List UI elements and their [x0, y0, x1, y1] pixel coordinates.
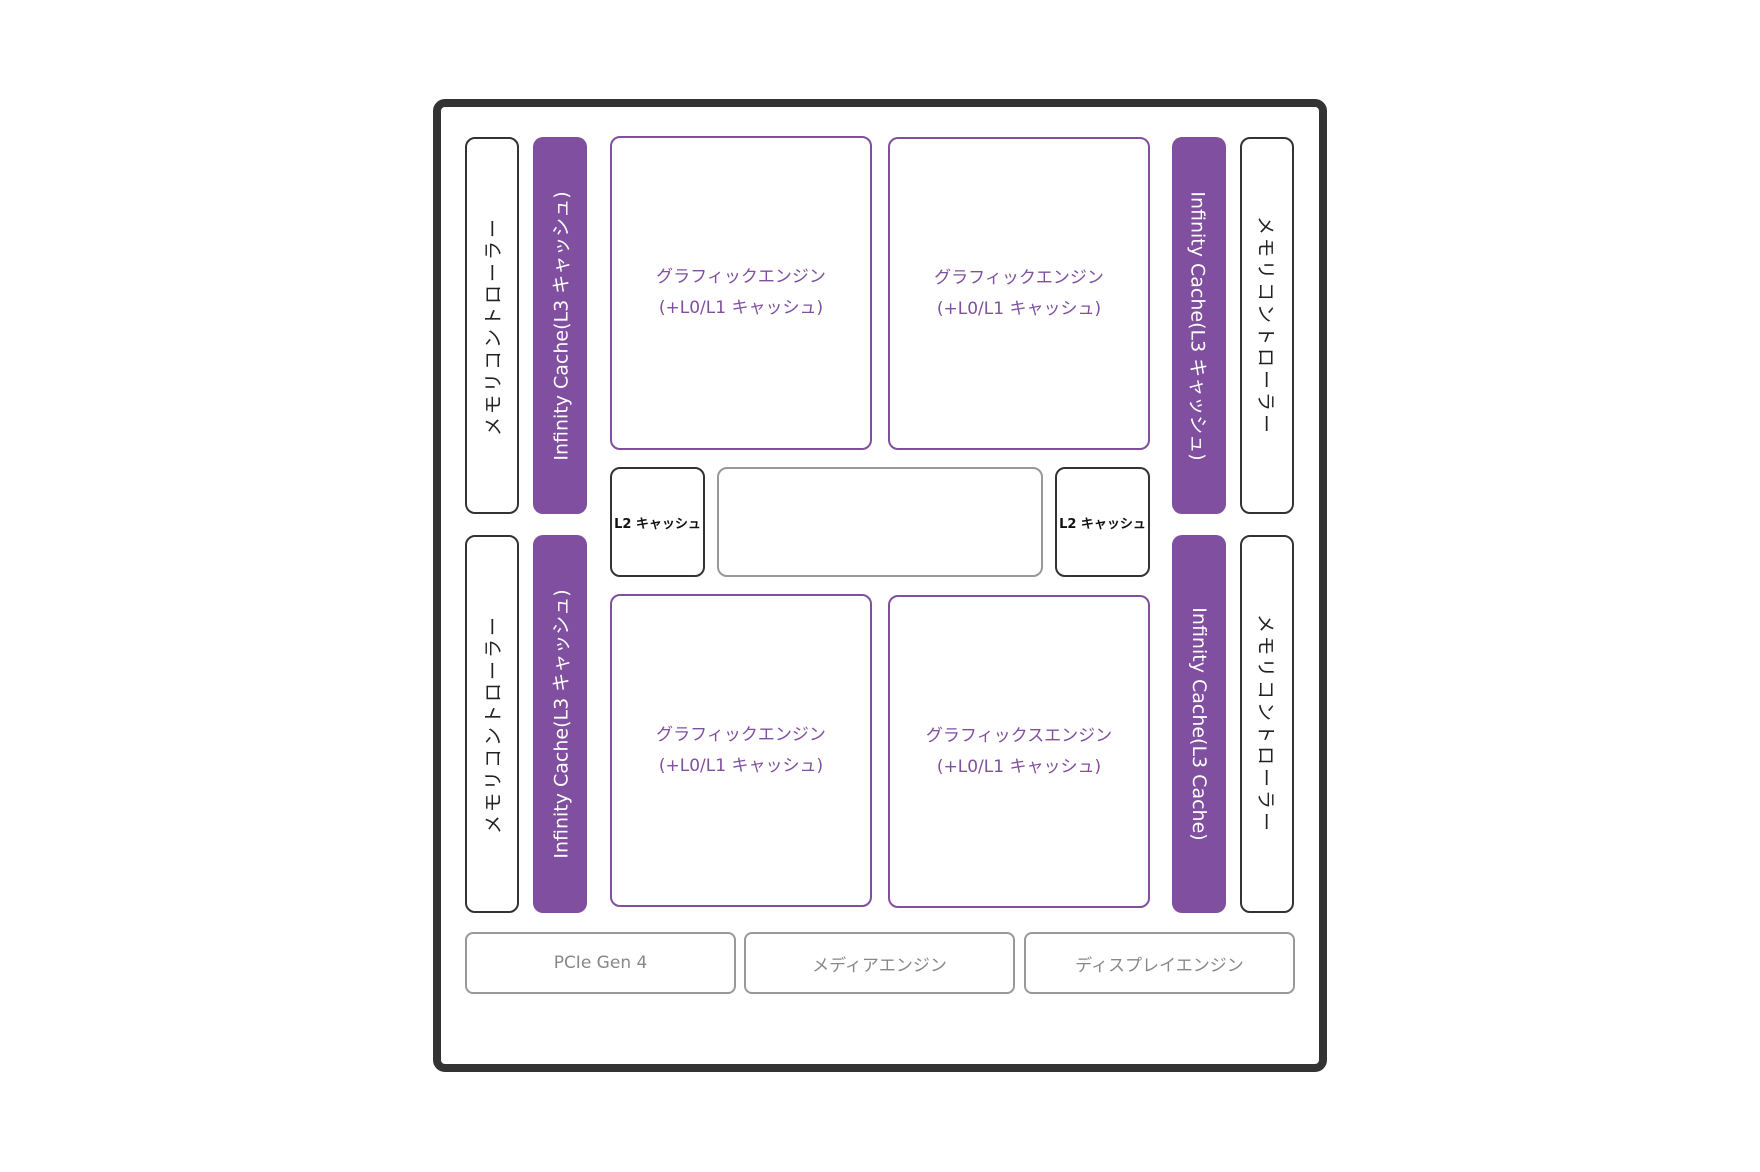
memory-controller-top-right: メモリコントローラー [1240, 137, 1294, 514]
graphics-engine-2: グラフィックエンジン (+L0/L1 キャッシュ) [888, 137, 1150, 450]
memory-controller-label: メモリコントローラー [482, 215, 505, 436]
infinity-cache-top-left: Infinity Cache(L3 キャッシュ) [533, 137, 587, 514]
infinity-cache-bottom-left: Infinity Cache(L3 キャッシュ) [533, 535, 587, 913]
graphics-engine-subtitle: (+L0/L1 キャッシュ) [936, 756, 1102, 777]
infinity-cache-label: Infinity Cache(L3 キャッシュ) [550, 589, 573, 859]
l2-cache-label: L2 キャッシュ [1059, 516, 1146, 532]
infinity-cache-label: Infinity Cache(L3 Cache) [1188, 607, 1210, 841]
display-engine-label: ディスプレイエンジン [1075, 955, 1244, 976]
chip-frame [433, 99, 1327, 1072]
pcie-label: PCIe Gen 4 [553, 953, 648, 973]
memory-controller-bottom-right: メモリコントローラー [1240, 535, 1294, 913]
l2-cache-right: L2 キャッシュ [1055, 467, 1150, 577]
memory-controller-label: メモリコントローラー [1254, 215, 1277, 436]
memory-controller-top-left: メモリコントローラー [465, 137, 519, 514]
l2-cache-left: L2 キャッシュ [610, 467, 705, 577]
media-engine-label: メディアエンジン [812, 955, 947, 976]
memory-controller-bottom-left: メモリコントローラー [465, 535, 519, 913]
graphics-engine-title: グラフィックスエンジン [925, 725, 1113, 746]
memory-controller-label: メモリコントローラー [482, 613, 505, 835]
infinity-cache-bottom-right: Infinity Cache(L3 Cache) [1172, 535, 1226, 913]
infinity-cache-label: Infinity Cache(L3 キャッシュ) [1186, 190, 1209, 461]
center-block [717, 467, 1043, 577]
graphics-engine-subtitle: (+L0/L1 キャッシュ) [658, 755, 824, 776]
graphics-engine-3: グラフィックエンジン (+L0/L1 キャッシュ) [610, 594, 872, 907]
graphics-engine-title: グラフィックエンジン [656, 724, 826, 745]
graphics-engine-title: グラフィックエンジン [934, 267, 1104, 288]
media-engine-block: メディアエンジン [744, 932, 1015, 994]
graphics-engine-subtitle: (+L0/L1 キャッシュ) [936, 298, 1102, 319]
infinity-cache-top-right: Infinity Cache(L3 キャッシュ) [1172, 137, 1226, 514]
infinity-cache-label: Infinity Cache(L3 キャッシュ) [550, 190, 573, 461]
graphics-engine-title: グラフィックエンジン [656, 267, 826, 287]
graphics-engine-4: グラフィックスエンジン (+L0/L1 キャッシュ) [888, 595, 1150, 908]
graphics-engine-subtitle: (+L0/L1 キャッシュ) [658, 298, 824, 318]
graphics-engine-1: グラフィックエンジン (+L0/L1 キャッシュ) [610, 136, 872, 450]
l2-cache-label: L2 キャッシュ [614, 516, 701, 532]
display-engine-block: ディスプレイエンジン [1024, 932, 1295, 994]
pcie-block: PCIe Gen 4 [465, 932, 736, 994]
memory-controller-label: メモリコントローラー [1254, 613, 1277, 835]
